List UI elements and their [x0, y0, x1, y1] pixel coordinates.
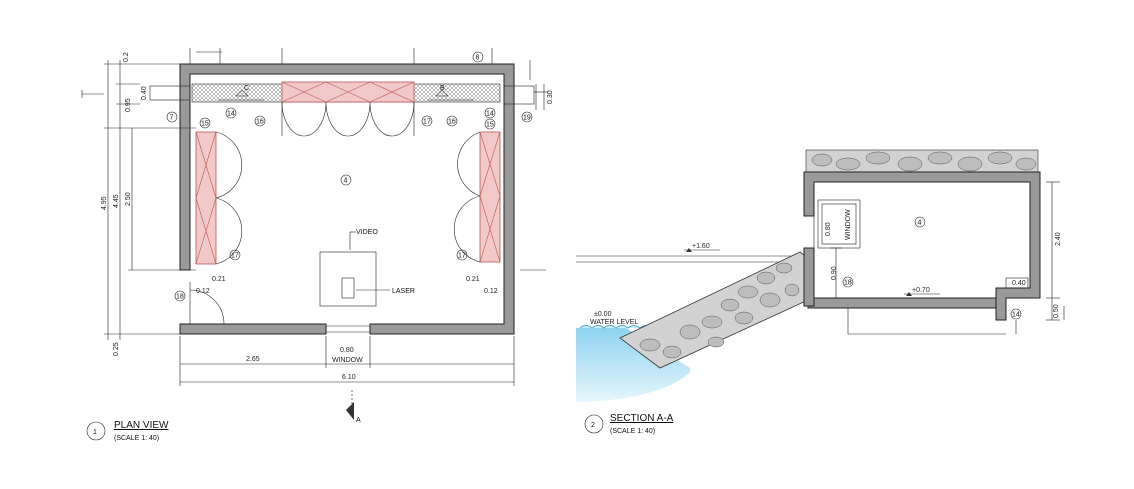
level-160: +1.60 — [692, 243, 710, 250]
dim-left: 2.65 — [246, 356, 260, 363]
water-body — [576, 328, 690, 402]
section-title: SECTION A-A — [610, 413, 674, 424]
dim-v-bottom: 0.25 — [113, 342, 120, 356]
dim-v-top3: 0.40 — [141, 86, 148, 100]
section-scale: (SCALE 1: 40) — [610, 428, 655, 435]
section-tag-18: 18 — [842, 276, 854, 288]
svg-text:18: 18 — [844, 280, 852, 287]
section-left-wall-low — [803, 247, 815, 307]
section-mark-label: A — [356, 417, 361, 424]
section-number: 2 — [591, 422, 595, 429]
svg-text:15: 15 — [486, 122, 494, 129]
tag-17-right: 17 — [456, 249, 468, 261]
tag-7: 7 — [166, 111, 178, 123]
dim-021-right: 0.21 — [466, 276, 480, 283]
section-window-label: WINDOW — [845, 209, 852, 240]
svg-text:14: 14 — [486, 111, 494, 118]
svg-text:16: 16 — [448, 119, 456, 126]
plan-labels: 0.2 0.95 0.40 4.95 4.45 2.50 0.25 0.30 2… — [101, 51, 554, 424]
tag-8: 8 — [472, 51, 484, 63]
tag-16-left: 16 — [254, 115, 266, 127]
svg-text:17: 17 — [423, 119, 431, 126]
dim-v-top1: 0.2 — [123, 52, 130, 62]
svg-text:14: 14 — [1012, 312, 1020, 319]
water-level-value: ±0.00 — [594, 311, 612, 318]
section-floor — [807, 297, 997, 309]
section-view — [576, 149, 1065, 402]
window-label: WINDOW — [332, 357, 363, 364]
dim-total: 6.10 — [342, 374, 356, 381]
svg-text:19: 19 — [523, 115, 531, 122]
dim-012-left: 0.12 — [196, 288, 210, 295]
label-b: B — [440, 85, 445, 92]
dim-012-right: 0.12 — [484, 288, 498, 295]
laser-device — [341, 277, 355, 299]
tag-19: 19 — [521, 111, 533, 123]
plan-wall-bottom-left — [179, 323, 327, 335]
plan-title: PLAN VIEW — [114, 420, 169, 431]
svg-text:16: 16 — [256, 119, 264, 126]
interior-box — [1005, 277, 1029, 289]
dim-090: 0.90 — [831, 266, 838, 280]
dim-window-width: 0.80 — [340, 347, 354, 354]
dim-right-top: 0.30 — [547, 90, 554, 104]
svg-text:14: 14 — [227, 111, 235, 118]
tag-17-left: 17 — [229, 249, 241, 261]
laser-label: LASER — [392, 288, 415, 295]
tag-14-right: 14 — [484, 107, 496, 119]
dim-021-left: 0.21 — [212, 276, 226, 283]
svg-text:7: 7 — [170, 115, 174, 122]
tag-14-left: 14 — [225, 107, 237, 119]
tag-17-top: 17 — [421, 115, 433, 127]
section-marker-arrow — [346, 402, 354, 420]
dim-240: 2.40 — [1055, 232, 1062, 246]
tag-16-right: 16 — [446, 115, 458, 127]
plan-room-tag: 4 — [344, 178, 348, 185]
section-title-block: 2 SECTION A-A (SCALE 1: 40) — [584, 413, 674, 435]
plan-number: 1 — [93, 429, 97, 436]
dim-v-door: 2.50 — [125, 192, 132, 206]
svg-text:17: 17 — [231, 253, 239, 260]
entrance-door — [189, 282, 225, 325]
plan-view — [81, 48, 548, 420]
dim-v-total: 4.95 — [101, 196, 108, 210]
plan-left-box — [149, 85, 191, 101]
video-table — [319, 251, 377, 307]
plan-scale: (SCALE 1: 40) — [114, 435, 159, 442]
section-room-tag: 4 — [918, 220, 922, 227]
svg-text:8: 8 — [476, 55, 480, 62]
tag-15-right: 15 — [484, 118, 496, 130]
svg-text:18: 18 — [176, 294, 184, 301]
section-tag-14: 14 — [1010, 308, 1022, 320]
label-c: C — [244, 85, 249, 92]
section-labels: +1.60 +0.70 ±0.00 WATER LEVEL 2.40 0.80 … — [590, 209, 1062, 326]
dim-v-inner: 4.45 — [113, 194, 120, 208]
water-level-label: WATER LEVEL — [590, 319, 638, 326]
cabinet-left — [195, 131, 217, 265]
dim-050: 0.50 — [1053, 304, 1060, 318]
dim-040: 0.40 — [1012, 280, 1026, 287]
level-070: +0.70 — [912, 287, 930, 294]
svg-text:17: 17 — [458, 253, 466, 260]
tag-15-left: 15 — [199, 117, 211, 129]
video-label: VIDEO — [356, 229, 378, 236]
tag-18: 18 — [174, 290, 186, 302]
cabinet-right — [479, 131, 501, 263]
svg-text:15: 15 — [201, 121, 209, 128]
dim-v-top2: 0.95 — [125, 98, 132, 112]
dim-080: 0.80 — [825, 222, 832, 236]
plan-wall-top — [179, 63, 515, 335]
plan-title-block: 1 PLAN VIEW (SCALE 1: 40) — [86, 420, 169, 442]
